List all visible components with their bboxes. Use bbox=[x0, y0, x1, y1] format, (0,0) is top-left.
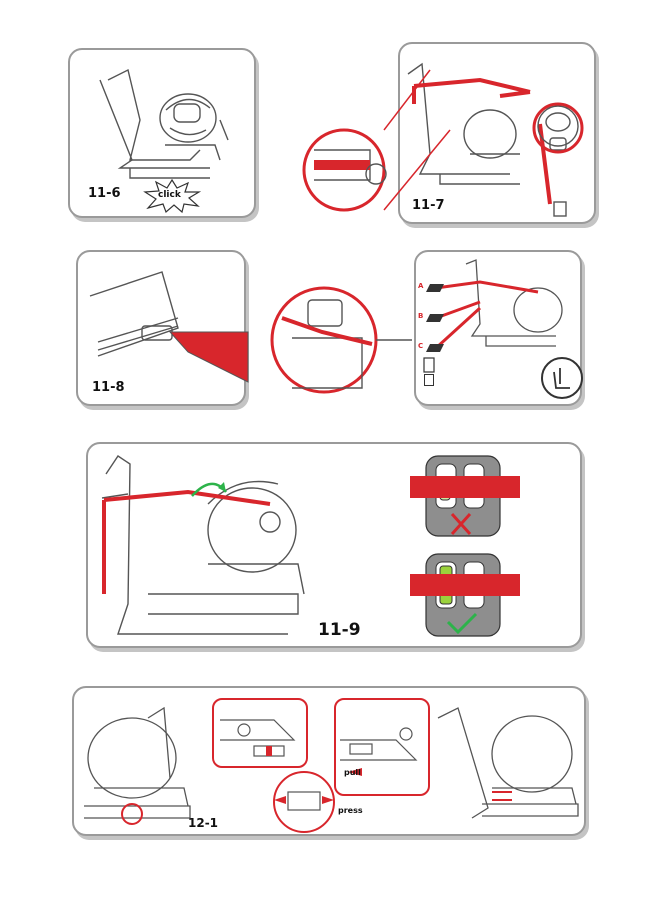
option-b-label: B bbox=[418, 312, 424, 320]
removal-illustration-left bbox=[84, 706, 191, 825]
panel-step-11-9: 11-9 bbox=[86, 442, 582, 648]
removal-illustration-right bbox=[437, 707, 579, 819]
step-label: 11-7 bbox=[412, 198, 445, 213]
magnifier-circle-icon bbox=[270, 286, 412, 394]
manual-book-icon bbox=[424, 374, 434, 386]
panel-step-11-6: 11-6 click bbox=[68, 48, 256, 218]
panel-step-11-7: 11-7 bbox=[398, 42, 596, 224]
tension-belt-illustration bbox=[101, 455, 305, 635]
indicator-correct bbox=[410, 553, 520, 637]
check-mark-icon bbox=[446, 612, 478, 635]
cross-mark-icon bbox=[450, 512, 472, 536]
latch-detail-box bbox=[212, 698, 308, 768]
magnifier-circle-icon bbox=[302, 69, 451, 212]
step-label: 11-8 bbox=[92, 380, 125, 395]
step-label: 11-6 bbox=[88, 186, 121, 201]
isofix-belt-illustration bbox=[89, 271, 249, 383]
indicator-incorrect bbox=[410, 455, 520, 537]
option-a-label: A bbox=[418, 282, 424, 290]
click-burst-icon bbox=[143, 178, 202, 214]
step-label: 11-9 bbox=[318, 620, 361, 640]
click-callout: click bbox=[158, 190, 181, 200]
pull-detail-box bbox=[334, 698, 430, 796]
press-buttons-magnifier bbox=[273, 771, 335, 833]
panel-step-12-1: press 12-1 pull bbox=[72, 686, 586, 836]
panel-step-11-8-detail: A B C bbox=[414, 250, 583, 406]
press-callout: press bbox=[338, 806, 363, 815]
step-label: 12-1 bbox=[188, 816, 219, 830]
pull-callout: pull bbox=[344, 768, 361, 777]
tether-anchor-illustration bbox=[423, 259, 583, 399]
option-c-label: C bbox=[418, 342, 424, 350]
car-seat-illustration bbox=[99, 68, 229, 179]
vehicle-belt-illustration bbox=[407, 62, 584, 217]
panel-step-11-8: 11-8 bbox=[76, 250, 249, 406]
